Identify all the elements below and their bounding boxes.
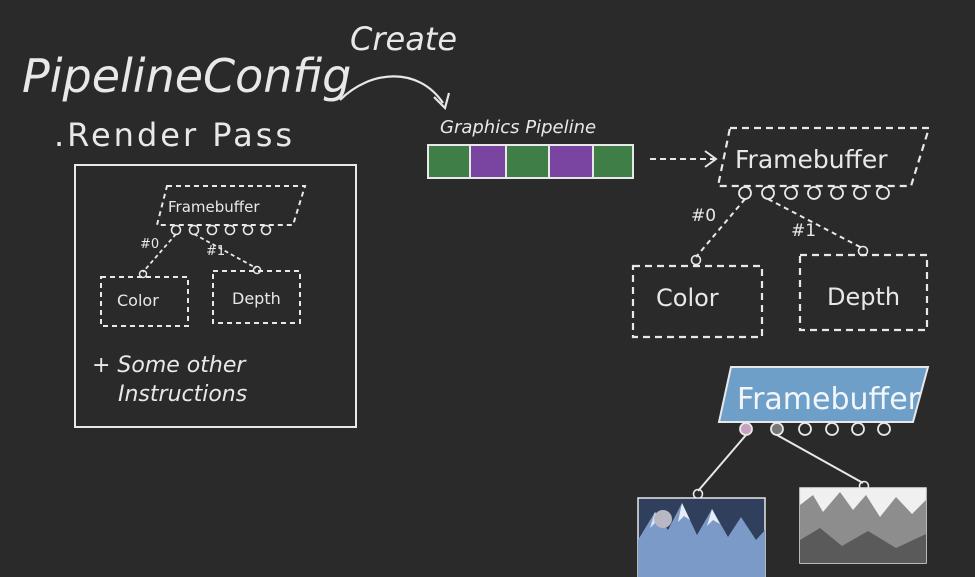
render-pass-color-box [100,276,189,327]
pipeline-framebuffer-label: Framebuffer [735,145,888,174]
pipeline-depth-box [798,253,929,332]
pipeline-framebuffer-slots [738,186,890,200]
pipeline-link-color [695,198,746,258]
render-pass-depth-box [212,270,301,324]
pipeline-attachment-0-label: #0 [691,206,716,226]
create-arrowhead [433,92,451,111]
filled-link-color [697,434,747,492]
render-pass-color-label: Color [117,291,159,310]
render-pass-depth-label: Depth [232,289,281,308]
color-image [637,497,766,577]
render-pass-label: .Render Pass [54,116,295,154]
pipeline-config-title: PipelineConfig [22,49,351,103]
render-pass-box [74,164,357,428]
create-label: Create [350,20,457,58]
render-pass-link-color [142,233,177,273]
render-pass-attachment-1-label: #1 [206,244,225,259]
render-pass-framebuffer-shape [155,185,307,226]
render-pass-note-line-1: + Some other [92,353,247,378]
pipeline-to-framebuffer-arrowhead [704,150,718,168]
filled-framebuffer-label: Framebuffer [737,382,921,417]
pipeline-framebuffer-shape [716,126,931,188]
render-pass-link-depth [193,233,257,269]
pipeline-color-box [631,264,764,339]
filled-link-depth [776,434,864,484]
render-pass-attachment-0-label: #0 [140,237,159,252]
render-pass-framebuffer-label: Framebuffer [168,198,260,216]
render-pass-note-line-2: Instructions [118,382,247,407]
depth-image [799,487,927,564]
pipeline-color-label: Color [656,284,719,312]
filled-framebuffer-shape [717,366,930,423]
graphics-pipeline-bar [427,144,634,179]
filled-framebuffer-slots [739,422,891,436]
graphics-pipeline-label: Graphics Pipeline [440,117,596,138]
pipeline-depth-label: Depth [827,283,900,311]
create-arrow [339,75,444,104]
pipeline-attachment-1-label: #1 [791,221,816,241]
render-pass-framebuffer-slots [170,224,272,236]
